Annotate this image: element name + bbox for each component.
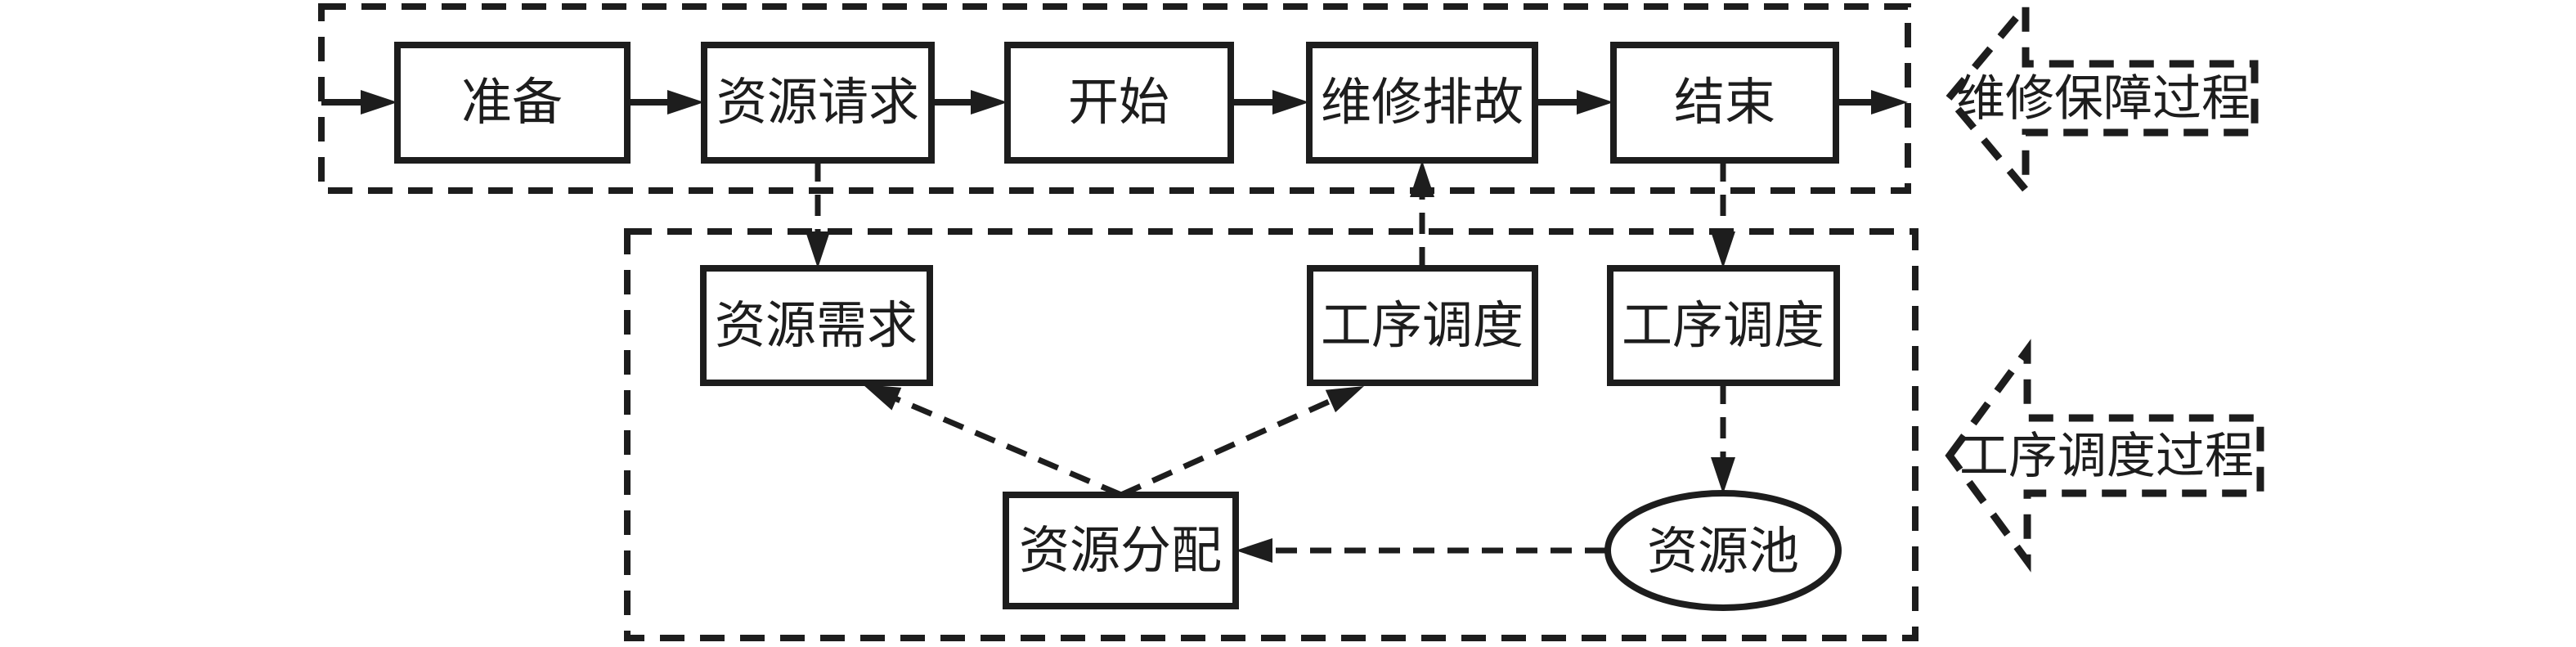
node-scheduling-right: 工序调度 bbox=[1607, 265, 1840, 386]
dashed-arrow-scheduling-right-to-resource-pool bbox=[1711, 383, 1735, 494]
solid-arrow-resource-request-to-start bbox=[931, 90, 1008, 115]
node-resource-pool: 资源池 bbox=[1604, 490, 1842, 611]
node-resource-allocation: 资源分配 bbox=[1003, 492, 1239, 609]
arrow-line bbox=[1120, 395, 1338, 498]
dashed-arrow-scheduling-left-to-repair bbox=[1410, 160, 1434, 268]
solid-arrow-entry-to-prepare bbox=[321, 90, 397, 115]
callout-arrow-shape bbox=[1945, 339, 2264, 573]
arrowhead-down-icon bbox=[1711, 457, 1735, 494]
scheduling-process-container bbox=[624, 228, 1919, 641]
node-end-label: 结束 bbox=[1674, 75, 1775, 131]
node-repair-troubleshoot-box bbox=[1306, 42, 1538, 164]
node-resource-pool-label: 资源池 bbox=[1647, 524, 1799, 580]
node-resource-request-box bbox=[701, 42, 935, 164]
arrowhead-up-left-icon bbox=[863, 384, 902, 411]
arrowhead-right-icon bbox=[361, 90, 397, 115]
maintenance-process-container bbox=[318, 3, 1911, 194]
node-resource-request: 资源请求 bbox=[701, 42, 935, 164]
node-prepare-label: 准备 bbox=[461, 75, 563, 131]
arrowhead-down-icon bbox=[806, 231, 830, 268]
node-repair-troubleshoot-label: 维修排故 bbox=[1321, 75, 1524, 131]
arrowhead-down-icon bbox=[1711, 231, 1735, 268]
node-resource-allocation-label: 资源分配 bbox=[1019, 523, 1222, 579]
solid-arrow-start-to-repair bbox=[1231, 90, 1309, 115]
dashed-arrow-resource-allocation-to-scheduling-left bbox=[1120, 386, 1364, 498]
node-end: 结束 bbox=[1610, 42, 1839, 164]
maintenance-process-callout-label: 维修保障过程 bbox=[1956, 72, 2251, 126]
node-scheduling-left-box bbox=[1307, 265, 1538, 386]
node-prepare-box bbox=[394, 42, 631, 164]
node-scheduling-right-label: 工序调度 bbox=[1622, 299, 1824, 354]
solid-arrow-prepare-to-resource-request bbox=[627, 90, 704, 115]
arrow-line bbox=[891, 394, 1123, 498]
node-scheduling-left-label: 工序调度 bbox=[1321, 299, 1524, 354]
dashed-arrow-end-to-scheduling-right bbox=[1711, 160, 1735, 268]
dashed-arrow-resource-request-to-resource-demand bbox=[806, 160, 830, 268]
scheduling-process-callout: 工序调度过程 bbox=[1945, 339, 2264, 573]
node-resource-allocation-box bbox=[1003, 492, 1239, 609]
node-scheduling-left: 工序调度 bbox=[1307, 265, 1538, 386]
arrowhead-right-icon bbox=[1272, 90, 1309, 115]
dashed-arrow-resource-allocation-to-resource-demand bbox=[863, 384, 1123, 498]
arrowhead-up-right-icon bbox=[1325, 386, 1364, 413]
node-start-label: 开始 bbox=[1068, 75, 1169, 131]
node-end-box bbox=[1610, 42, 1839, 164]
scheduling-process-callout-label: 工序调度过程 bbox=[1959, 429, 2254, 483]
node-prepare: 准备 bbox=[394, 42, 631, 164]
solid-arrow-repair-to-end bbox=[1535, 90, 1613, 115]
node-start-box bbox=[1004, 42, 1234, 164]
callout-arrow-shape bbox=[1944, 0, 2259, 200]
node-resource-request-label: 资源请求 bbox=[716, 75, 919, 131]
node-resource-demand: 资源需求 bbox=[700, 265, 933, 386]
arrowhead-up-icon bbox=[1410, 160, 1434, 197]
arrowhead-right-icon bbox=[1577, 90, 1613, 115]
node-resource-pool-ellipse bbox=[1604, 490, 1842, 611]
arrowhead-right-icon bbox=[667, 90, 704, 115]
node-repair-troubleshoot: 维修排故 bbox=[1306, 42, 1538, 164]
node-scheduling-right-box bbox=[1607, 265, 1840, 386]
arrowhead-right-icon bbox=[1871, 90, 1908, 115]
node-start: 开始 bbox=[1004, 42, 1234, 164]
arrowhead-left-icon bbox=[1236, 538, 1272, 563]
arrowhead-right-icon bbox=[971, 90, 1008, 115]
node-resource-demand-label: 资源需求 bbox=[715, 299, 918, 354]
node-resource-demand-box bbox=[700, 265, 933, 386]
solid-arrow-end-to-exit bbox=[1836, 90, 1908, 115]
maintenance-process-callout: 维修保障过程 bbox=[1944, 0, 2259, 200]
dashed-arrow-resource-pool-to-resource-allocation bbox=[1236, 538, 1606, 563]
